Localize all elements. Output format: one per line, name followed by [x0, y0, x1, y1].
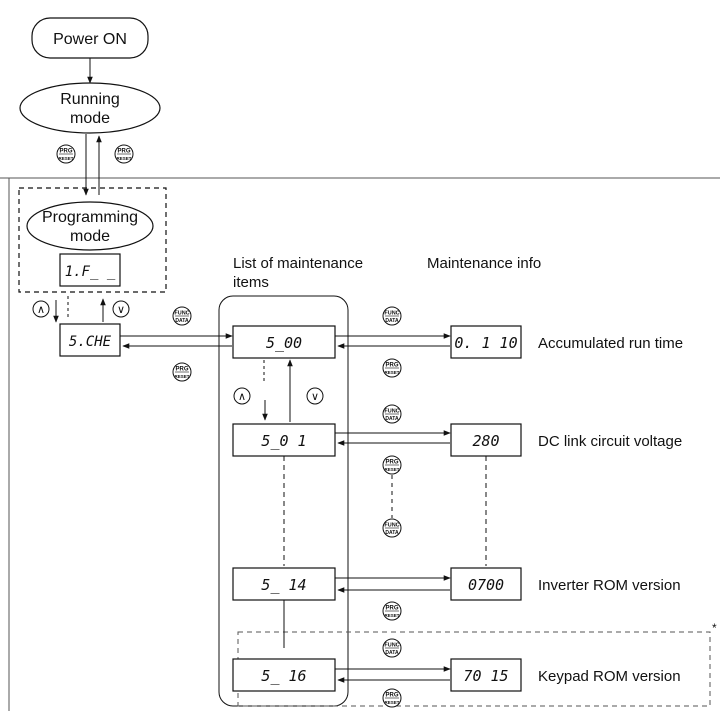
svg-text:RESET: RESET	[384, 700, 399, 705]
power-on-node: Power ON	[31, 17, 149, 59]
svg-text:FUNC: FUNC	[174, 311, 189, 317]
svg-text:0700: 0700	[468, 576, 504, 594]
prg-reset-button-menu[interactable]: PRG RESET	[172, 362, 192, 382]
svg-text:PRG: PRG	[385, 363, 398, 369]
svg-text:5_00: 5_00	[266, 334, 302, 352]
list-display-item-00: 5_00	[232, 325, 336, 359]
prg-reset-button-row4[interactable]: PRG RESET	[382, 688, 402, 708]
svg-text:RESET: RESET	[384, 370, 399, 375]
programming-mode-label-line2: mode	[70, 228, 110, 245]
down-key-button-menu[interactable]: ∨	[112, 300, 130, 318]
svg-text:DATA: DATA	[385, 318, 399, 324]
power-on-label: Power ON	[53, 31, 127, 48]
up-key-button-list[interactable]: ∧	[233, 387, 251, 405]
svg-text:RESET: RESET	[58, 156, 73, 161]
svg-text:DATA: DATA	[385, 650, 399, 656]
list-display-item-16: 5_ 16	[232, 658, 336, 692]
svg-text:RESET: RESET	[384, 613, 399, 618]
svg-text:PRG: PRG	[385, 460, 398, 466]
prg-reset-button-up[interactable]: PRG RESET	[114, 144, 134, 164]
svg-text:FUNC: FUNC	[384, 311, 399, 317]
svg-text:5_ 16: 5_ 16	[261, 667, 306, 685]
running-mode-label-line2: mode	[70, 110, 110, 127]
svg-text:RESET: RESET	[116, 156, 131, 161]
svg-text:∧: ∧	[238, 391, 246, 403]
info-display-row2: 280	[450, 423, 522, 457]
svg-text:RESET: RESET	[384, 467, 399, 472]
up-key-button-menu[interactable]: ∧	[32, 300, 50, 318]
menu-display-maintenance-text: 5.CHE	[69, 334, 112, 350]
svg-text:PRG: PRG	[385, 606, 398, 612]
prg-reset-button-down[interactable]: PRG RESET	[56, 144, 76, 164]
prg-reset-button-row3[interactable]: PRG RESET	[382, 601, 402, 621]
svg-text:∨: ∨	[117, 304, 125, 316]
func-data-button-menu[interactable]: FUNC DATA	[172, 306, 192, 326]
svg-text:PRG: PRG	[175, 367, 188, 373]
svg-text:DATA: DATA	[385, 416, 399, 422]
info-display-row3: 0700	[450, 567, 522, 601]
label-accumulated-run-time: Accumulated run time	[538, 335, 683, 352]
svg-text:DATA: DATA	[175, 318, 189, 324]
prg-reset-button-row2[interactable]: PRG RESET	[382, 455, 402, 475]
svg-text:∧: ∧	[37, 304, 45, 316]
down-key-button-list[interactable]: ∨	[306, 387, 324, 405]
prg-reset-button-row1[interactable]: PRG RESET	[382, 358, 402, 378]
svg-text:5_0 1: 5_0 1	[261, 432, 306, 450]
svg-text:5_ 14: 5_ 14	[261, 576, 306, 594]
svg-text:0. 1 10: 0. 1 10	[454, 334, 517, 352]
menu-display-function-code-text: 1.F_ _	[65, 264, 116, 280]
svg-text:70 15: 70 15	[463, 667, 508, 685]
programming-mode-label-line1: Programming	[42, 209, 138, 226]
func-data-button-row2[interactable]: FUNC DATA	[382, 404, 402, 424]
footnote-mark: *	[712, 621, 717, 635]
svg-text:FUNC: FUNC	[384, 523, 399, 529]
svg-text:RESET: RESET	[174, 374, 189, 379]
label-keypad-rom-version: Keypad ROM version	[538, 668, 681, 685]
svg-text:PRG: PRG	[385, 693, 398, 699]
label-dc-link-voltage: DC link circuit voltage	[538, 433, 682, 450]
running-mode-node: Running mode	[19, 82, 161, 134]
svg-text:DATA: DATA	[385, 530, 399, 536]
info-display-row1: 0. 1 10	[450, 325, 522, 359]
list-heading-line2: items	[233, 274, 269, 291]
func-data-button-row1[interactable]: FUNC DATA	[382, 306, 402, 326]
func-data-button-row3[interactable]: FUNC DATA	[382, 518, 402, 538]
svg-text:280: 280	[472, 432, 499, 450]
info-heading: Maintenance info	[427, 255, 541, 272]
programming-mode-node: Programming mode	[26, 201, 154, 251]
svg-text:PRG: PRG	[117, 149, 130, 155]
svg-text:FUNC: FUNC	[384, 643, 399, 649]
menu-display-maintenance: 5.CHE	[59, 323, 121, 357]
list-display-item-14: 5_ 14	[232, 567, 336, 601]
func-data-button-row4[interactable]: FUNC DATA	[382, 638, 402, 658]
list-display-item-01: 5_0 1	[232, 423, 336, 457]
menu-display-function-code: 1.F_ _	[59, 253, 121, 287]
programming-mode-frame	[18, 187, 167, 293]
label-inverter-rom-version: Inverter ROM version	[538, 577, 681, 594]
svg-text:∨: ∨	[311, 391, 319, 403]
info-display-row4: 70 15	[450, 658, 522, 692]
running-mode-label-line1: Running	[60, 91, 120, 108]
list-heading-line1: List of maintenance	[233, 255, 363, 272]
svg-text:PRG: PRG	[59, 149, 72, 155]
svg-text:FUNC: FUNC	[384, 409, 399, 415]
